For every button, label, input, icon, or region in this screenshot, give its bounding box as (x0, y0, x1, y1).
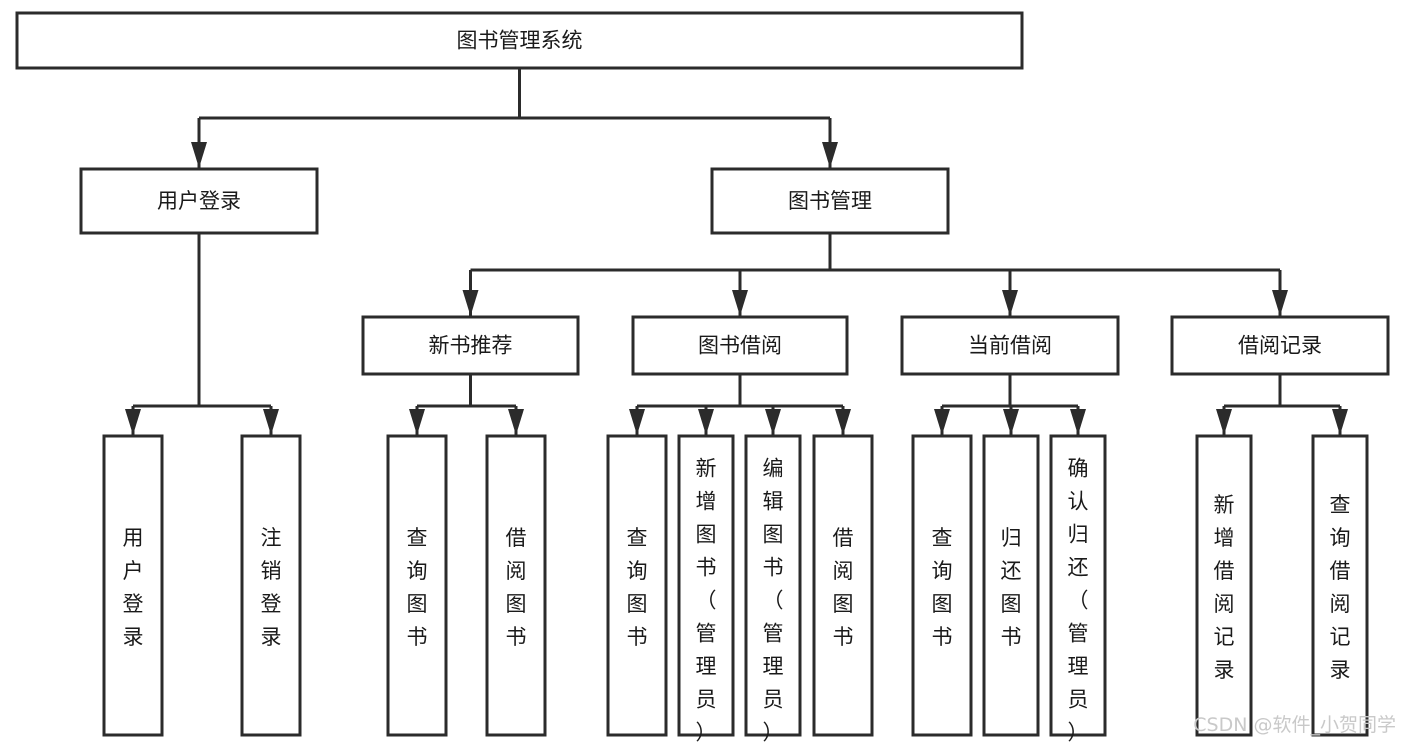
arrow-head-icon (1070, 409, 1086, 435)
leaf-node-leaf-add-borrow-record[interactable]: 新增借阅记录 (1195, 434, 1253, 737)
arrow-head-icon (462, 290, 479, 316)
leaf-node-leaf-query-book-3[interactable]: 查询图书 (911, 434, 973, 737)
leaf-node-label: 查询图书 (407, 526, 428, 649)
arrow-head-icon (263, 409, 279, 435)
leaf-node-leaf-confirm-return-admin[interactable]: 确认归还（管理员） (1049, 434, 1107, 745)
leaf-node-label: 注销登录 (261, 526, 282, 649)
level3-node-new-book-recommend[interactable]: 新书推荐 (361, 315, 580, 376)
arrow-head-icon (732, 290, 748, 316)
node-boxes-group: 图书管理系统用户登录图书管理新书推荐图书借阅当前借阅借阅记录用户登录注销登录查询… (15, 11, 1390, 745)
arrow-head-icon (1272, 290, 1288, 316)
node-label: 用户登录 (157, 189, 241, 213)
watermark-label: CSDN @软件_小贺同学 (1193, 714, 1396, 736)
leaf-node-label: 查询图书 (627, 526, 648, 649)
arrow-head-icon (698, 409, 714, 435)
leaf-node-label: 查询图书 (932, 526, 953, 649)
node-label: 图书管理系统 (457, 29, 583, 53)
leaf-node-leaf-logout-login[interactable]: 注销登录 (240, 434, 302, 737)
level3-node-book-borrow[interactable]: 图书借阅 (631, 315, 849, 376)
leaf-node-label: 借阅图书 (506, 526, 527, 649)
leaf-node-label: 查询借阅记录 (1330, 493, 1351, 682)
leaf-node-leaf-edit-book-admin[interactable]: 编辑图书（管理员） (744, 434, 802, 745)
node-label: 当前借阅 (968, 334, 1052, 358)
leaf-node-leaf-query-borrow-record[interactable]: 查询借阅记录 (1311, 434, 1369, 737)
arrow-head-icon (1003, 409, 1019, 435)
leaf-node-label: 归还图书 (1001, 526, 1022, 649)
leaf-node-leaf-user-login[interactable]: 用户登录 (102, 434, 164, 737)
root-node-book-management-system[interactable]: 图书管理系统 (15, 11, 1024, 70)
leaf-node-label: 借阅图书 (833, 526, 854, 649)
arrow-head-icon (125, 409, 141, 435)
node-label: 新书推荐 (429, 334, 513, 358)
leaf-node-label: 用户登录 (123, 526, 144, 649)
arrow-head-icon (191, 142, 207, 168)
connector-lines-group (125, 68, 1348, 435)
arrow-head-icon (934, 409, 950, 435)
leaf-node-leaf-query-book-1[interactable]: 查询图书 (386, 434, 448, 737)
arrow-head-icon (1002, 290, 1018, 316)
arrow-head-icon (765, 409, 781, 435)
level3-node-current-borrow[interactable]: 当前借阅 (900, 315, 1120, 376)
leaf-node-leaf-borrow-book-1[interactable]: 借阅图书 (485, 434, 547, 737)
leaf-node-leaf-add-book-admin[interactable]: 新增图书（管理员） (677, 434, 735, 745)
node-label: 图书借阅 (698, 334, 782, 358)
arrow-head-icon (835, 409, 851, 435)
leaf-node-label: 新增借阅记录 (1214, 493, 1235, 682)
arrow-head-icon (409, 409, 425, 435)
arrow-head-icon (1216, 409, 1232, 435)
level2-node-book-management[interactable]: 图书管理 (710, 167, 950, 235)
leaf-node-label: 确认归还（管理员） (1068, 457, 1089, 745)
arrow-head-icon (822, 142, 838, 168)
node-label: 借阅记录 (1238, 334, 1322, 358)
level3-node-borrow-record[interactable]: 借阅记录 (1170, 315, 1390, 376)
leaf-node-leaf-query-book-2[interactable]: 查询图书 (606, 434, 668, 737)
arrow-head-icon (1332, 409, 1348, 435)
leaf-node-label: 新增图书（管理员） (696, 457, 717, 745)
arrow-head-icon (629, 409, 645, 435)
leaf-node-leaf-return-book[interactable]: 归还图书 (982, 434, 1040, 737)
arrow-head-icon (508, 409, 524, 435)
leaf-node-label: 编辑图书（管理员） (763, 457, 784, 745)
leaf-node-leaf-borrow-book-2[interactable]: 借阅图书 (812, 434, 874, 737)
node-label: 图书管理 (788, 189, 872, 213)
level2-node-user-login[interactable]: 用户登录 (79, 167, 319, 235)
